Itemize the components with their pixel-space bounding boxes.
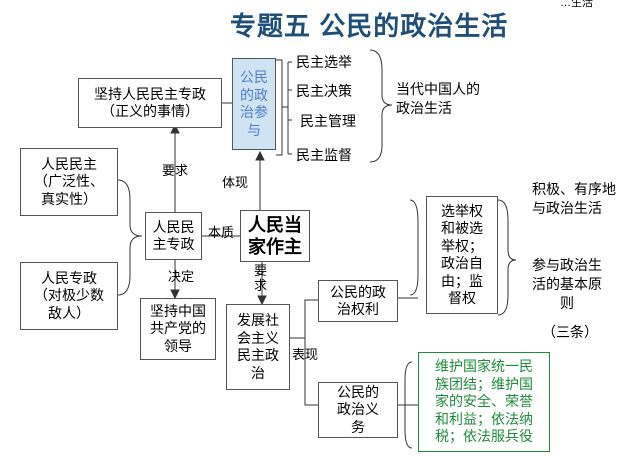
rights-detail-line5: 由；监: [441, 272, 483, 289]
enemy-line2: （对极少数: [34, 287, 104, 304]
socialism-line2: 会主义: [237, 329, 279, 346]
orderly-line2: 与政治生活: [532, 199, 602, 216]
rights-line1: 公民的政: [330, 283, 386, 300]
decide-label: 决定: [168, 269, 195, 284]
party-line1: 坚持中国: [150, 302, 206, 319]
principles-line1: 参与政治生: [532, 257, 602, 273]
duties-detail-line4: 和利益；依法纳: [435, 410, 533, 427]
three-label: （三条）: [542, 324, 598, 340]
participation-line1: 公民: [240, 69, 268, 85]
socialism-line1: 发展社: [237, 312, 279, 328]
rights-detail-line6: 督权: [448, 290, 476, 306]
rights-detail-line1: 选举权: [441, 202, 483, 219]
orderly-label: 积极、有序地 与政治生活: [532, 180, 616, 218]
democracy-box: 人民民主 （广泛性、 真实性）: [20, 148, 118, 216]
party-box: 坚持中国 共产党的 领导: [140, 298, 216, 360]
participation-line4: 与: [247, 121, 261, 138]
socialism-line4: 治: [251, 364, 265, 381]
duties-box: 公民的 政治义 务: [318, 382, 398, 438]
enemy-line3: 敌人）: [48, 304, 90, 321]
duties-detail-line2: 族团结；维护国: [435, 375, 533, 392]
duties-detail-box: 维护国家统一民 族团结；维护国 家的安全、荣誉 和利益；依法纳 税；依法服兵役: [418, 352, 550, 452]
duties-line3: 务: [351, 418, 365, 435]
duties-line1: 公民的: [337, 383, 379, 400]
participation-item-management: 民主管理: [300, 113, 356, 129]
people-master-line2: 家作主: [248, 237, 302, 257]
participation-item-decision: 民主决策: [296, 83, 352, 99]
democracy-line1: 人民民主: [41, 155, 97, 172]
participation-box: 公民 的政 治参 与: [232, 58, 276, 150]
people-dictatorship-box: 人民民 主专政: [145, 212, 202, 260]
people-master-box: 人民当 家作主: [240, 210, 310, 262]
enemy-line1: 人民专政: [41, 269, 97, 286]
democracy-line2: （广泛性、: [34, 173, 104, 190]
essence-label: 本质: [208, 225, 235, 240]
contemporary-line1: 当代中国人的: [396, 81, 480, 97]
rights-detail-line4: 政治自: [441, 255, 483, 271]
people-master-line1: 人民当: [248, 214, 302, 235]
reflect-label: 体现: [222, 175, 249, 190]
contemporary-label: 当代中国人的 政治生活: [396, 80, 480, 118]
duties-detail-line3: 家的安全、荣誉: [435, 393, 533, 410]
rights-detail-line2: 和被选: [441, 220, 483, 236]
socialism-box: 发展社 会主义 民主政 治: [226, 304, 290, 390]
require-label-2: 要求: [254, 263, 268, 293]
dictatorship-enemy-box: 人民专政 （对极少数 敌人）: [20, 262, 118, 330]
participation-item-election: 民主选举: [296, 54, 352, 70]
rights-box: 公民的政 治权利: [318, 280, 398, 322]
dictatorship-top-box: 坚持人民民主专政 （正义的事情）: [78, 78, 222, 128]
principles-line3: 则: [560, 294, 574, 311]
dictatorship-top-line2: （正义的事情）: [101, 103, 199, 119]
democracy-line3: 真实性）: [41, 190, 97, 207]
duties-detail-line5: 税；依法服兵役: [435, 428, 533, 445]
duties-detail-line1: 维护国家统一民: [435, 358, 533, 375]
express-label: 表现: [292, 347, 319, 362]
principles-line2: 活的基本原: [532, 275, 602, 292]
participation-line3: 治参: [240, 104, 268, 120]
participation-line2: 的政: [240, 86, 268, 103]
rights-detail-box: 选举权 和被选 举权； 政治自 由；监 督权: [426, 196, 498, 314]
people-dictatorship-line2: 主专政: [152, 236, 195, 252]
party-line2: 共产党的: [150, 320, 206, 337]
participation-item-supervision: 民主监督: [296, 147, 352, 163]
dictatorship-top-line1: 坚持人民民主专政: [94, 85, 206, 102]
rights-line2: 治权利: [337, 301, 379, 317]
people-dictatorship-line1: 人民民: [152, 218, 195, 235]
orderly-line1: 积极、有序地: [532, 181, 616, 197]
party-line3: 领导: [164, 337, 192, 354]
socialism-line3: 民主政: [237, 347, 279, 363]
contemporary-line2: 政治生活: [396, 99, 452, 116]
duties-line2: 政治义: [337, 401, 379, 418]
top-right-fragment: …生活: [560, 0, 593, 9]
principles-label: 参与政治生 活的基本原 则: [532, 256, 602, 313]
require-label-1: 要求: [162, 163, 189, 178]
page-title: 专题五 公民的政治生活: [230, 11, 509, 41]
rights-detail-line3: 举权；: [441, 237, 483, 254]
